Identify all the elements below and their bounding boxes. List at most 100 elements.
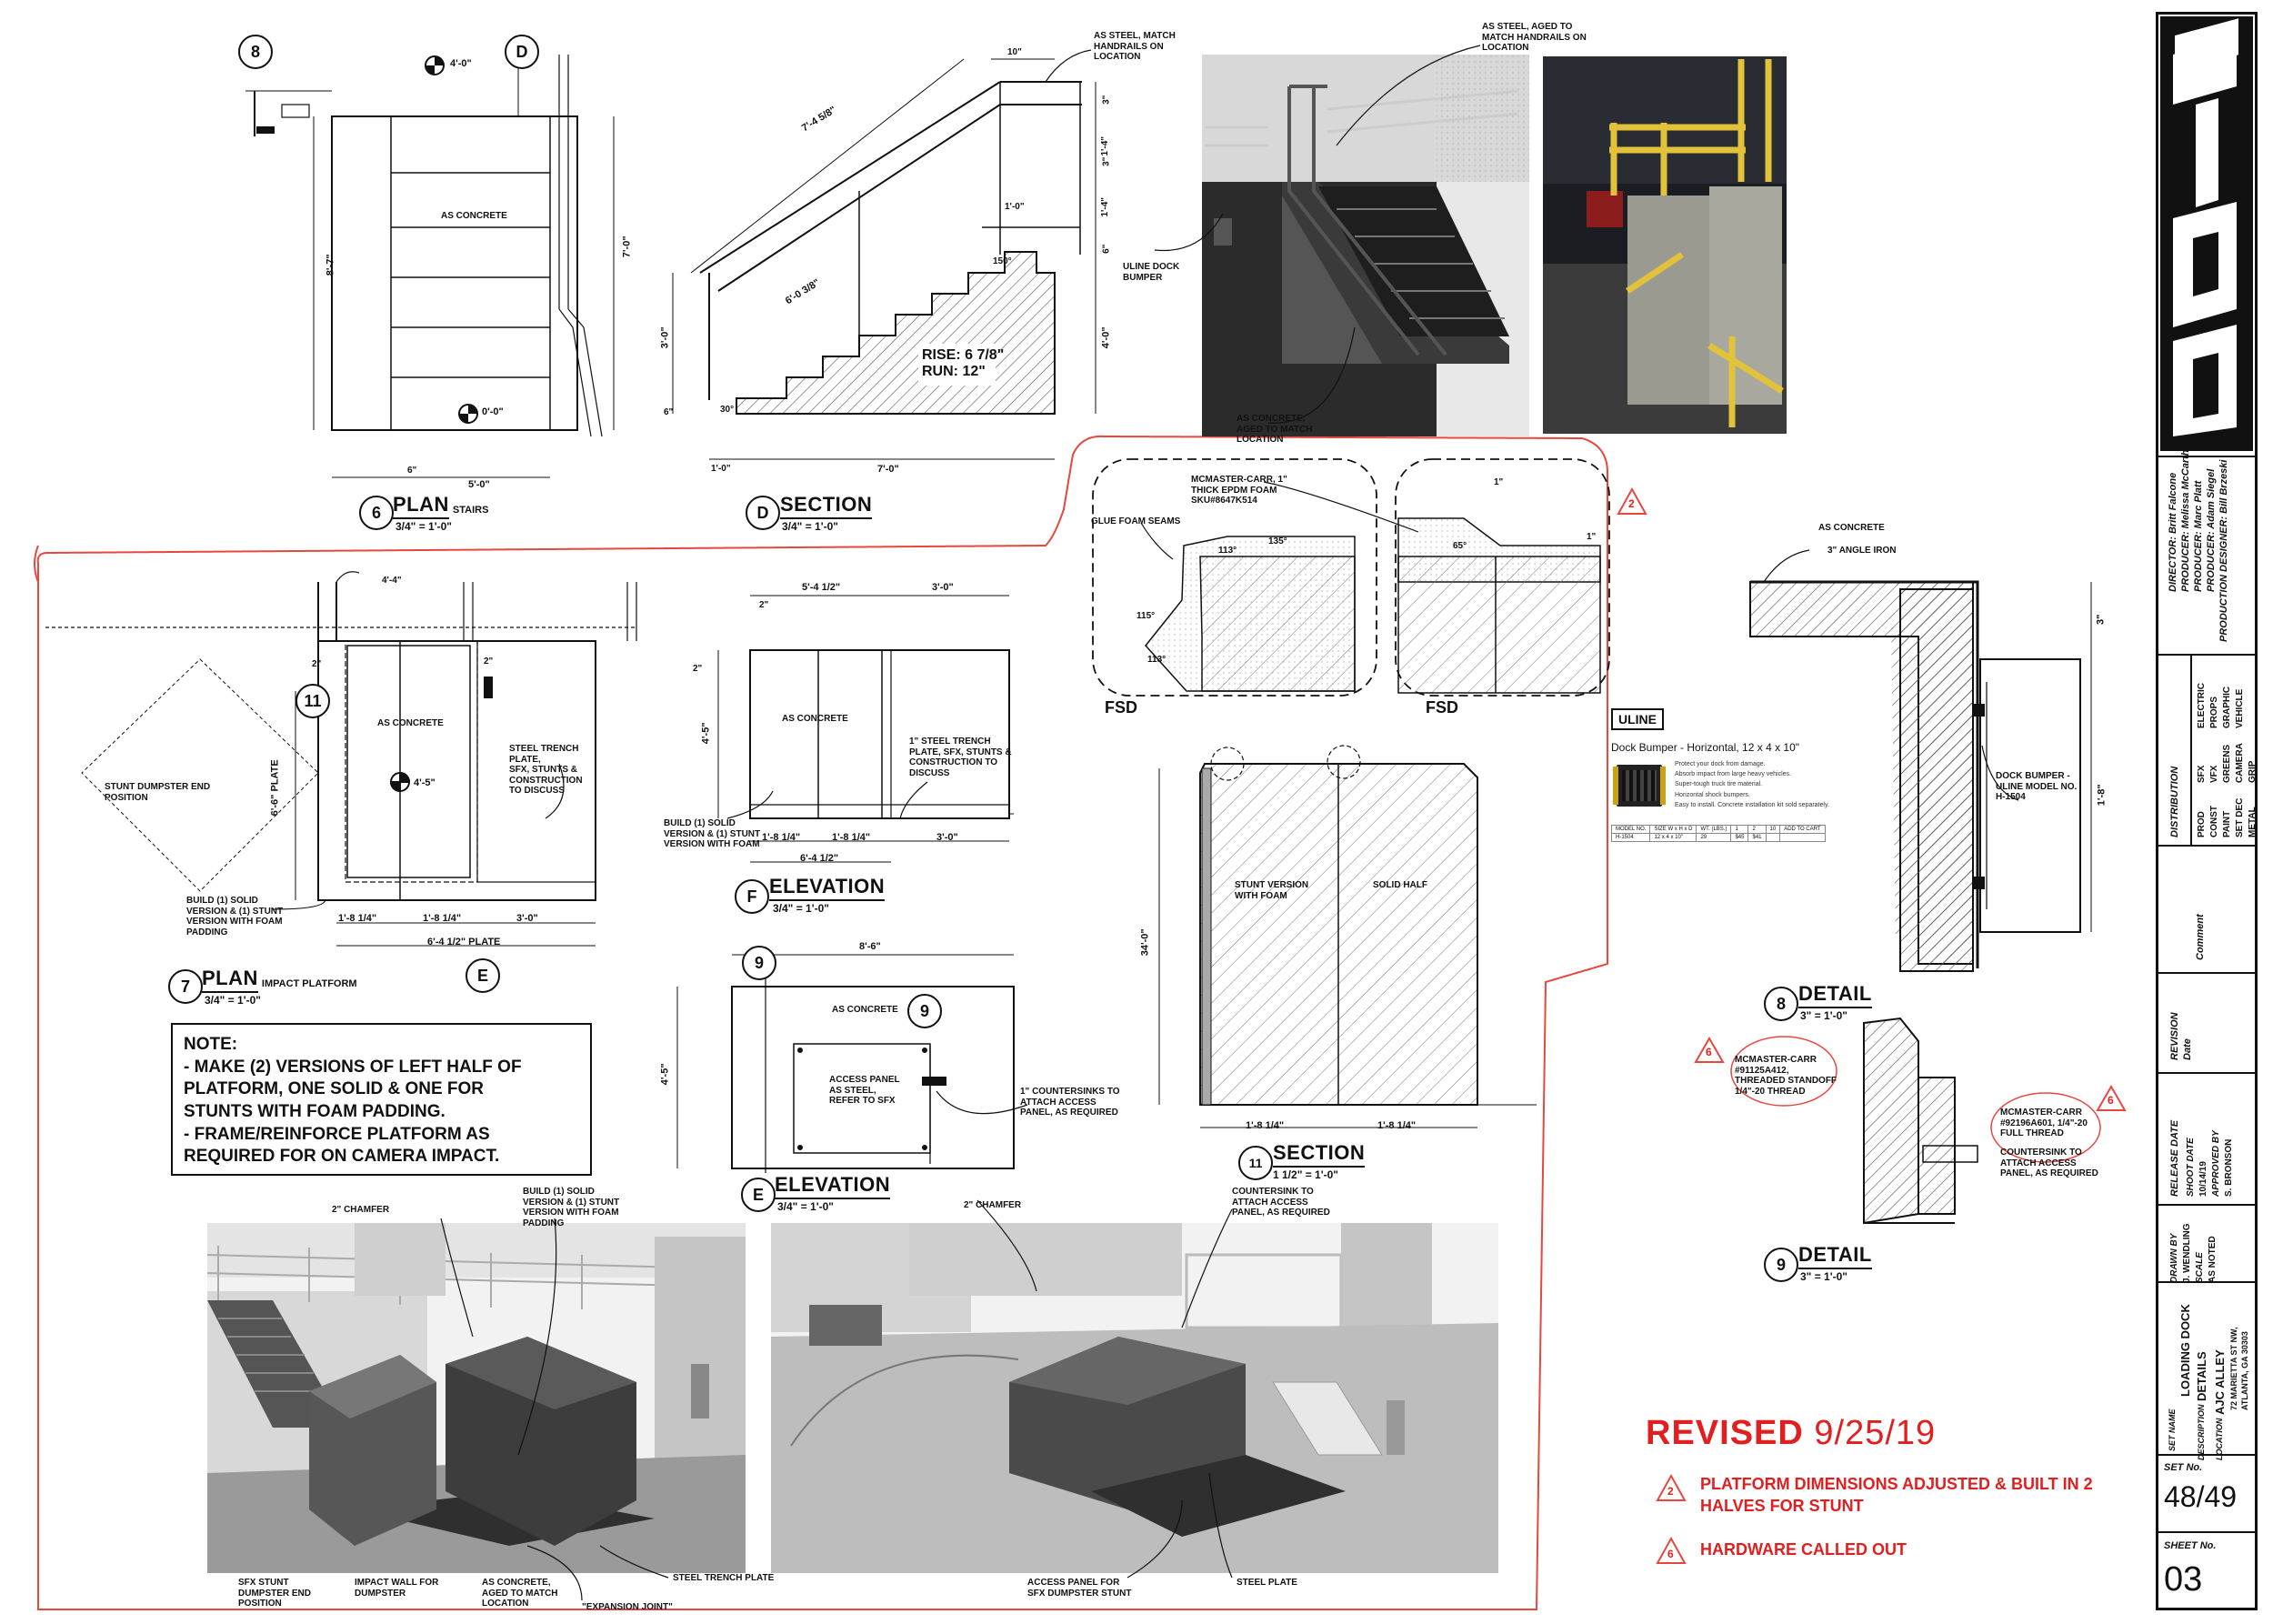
dim-10: 10" [1007, 47, 1022, 57]
label-fsd-a: FSD [1105, 698, 1137, 717]
revised-title-date: 9/25/19 [1814, 1414, 1937, 1452]
shoot-date-label: SHOOT DATE [2186, 1138, 2196, 1197]
uline-table-row: H-1504 12 x 4 x 10" 29 $45 $41 [1610, 833, 1826, 842]
detail-9-clouds [1730, 1036, 2101, 1163]
dim-4-0: 4'-0" [450, 58, 472, 69]
revised-title: REVISED 9/25/19 [1646, 1414, 1936, 1453]
note-line-2: - MAKE (2) VERSIONS OF LEFT HALF OF [184, 1057, 522, 1077]
uline-product-title: Dock Bumper - Horizontal, 12 x 4 x 10" [1611, 741, 1800, 754]
note-build-solid-7: BUILD (1) SOLID VERSION & (1) STUNT VERS… [186, 896, 284, 937]
note-countersinks-e: 1" COUNTERSINKS TO ATTACH ACCESS PANEL, … [1020, 1087, 1120, 1118]
section-11-drawing [1158, 745, 1537, 1128]
release-date-label: RELEASE DATE [2169, 1119, 2180, 1197]
note-line-1: NOTE: [184, 1035, 238, 1054]
dim-fsd-113b: 113° [1147, 655, 1167, 665]
cloud-mark-6a: 6 [1706, 1046, 1712, 1058]
credits-3: PRODUCER: Marc Platt [2193, 480, 2204, 592]
title-plan-stairs-name: PLAN [393, 493, 449, 519]
location-addr1: 72 MARIETTA ST NW, [2229, 1327, 2238, 1410]
location-photo [1543, 56, 1787, 434]
th-model: MODEL NO. [1610, 825, 1651, 834]
cloud-mark-6b: 6 [2108, 1094, 2114, 1107]
td-model: H-1504 [1610, 833, 1651, 842]
note-box: NOTE: - MAKE (2) VERSIONS OF LEFT HALF O… [171, 1023, 592, 1176]
scale-elevation-f: 3/4" = 1'-0" [773, 902, 829, 915]
uline-product-card: ULINE Dock Bumper - Horizontal, 12 x 4 x… [1610, 708, 1857, 890]
title-detail-9-name: DETAIL [1798, 1243, 1872, 1269]
stairs-render [1202, 55, 1529, 436]
dim-7-0b: 7'-0" [877, 464, 899, 475]
dim-f-1-8b: 1'-8 1/4" [832, 832, 871, 843]
dim-4-0b: 4'-0" [1100, 326, 1112, 349]
dim-fsd-115: 115° [1136, 611, 1156, 621]
note-uline-dock-bumper: ULINE DOCK BUMPER [1123, 262, 1180, 283]
revised-block: REVISED 9/25/19 [1646, 1414, 1936, 1453]
dim-3-0-plan: 3'-0" [516, 913, 538, 924]
credits-1: DIRECTOR: Britt Falcone [2168, 472, 2178, 592]
th-10: 10 [1765, 825, 1781, 834]
note-steel-trench-render: STEEL TRENCH PLATE [673, 1573, 775, 1583]
dim-f-2b: 2" [693, 664, 703, 674]
note-as-steel-photo: AS STEEL, AGED TO MATCH HANDRAILS ON LOC… [1482, 22, 1587, 53]
scale-section-d: 3/4" = 1'-0" [782, 520, 838, 533]
revised-title-bold: REVISED [1646, 1414, 1804, 1452]
td-10 [1765, 833, 1781, 842]
bubble-view-8: 8 [238, 35, 273, 69]
bubble-view-11: 11 [295, 684, 330, 718]
scale-elevation-e: 3/4" = 1'-0" [777, 1200, 834, 1213]
dist-greens: GREENS [2222, 744, 2232, 783]
dim-section-1-8a: 1'-8 1/4" [1246, 1120, 1285, 1131]
note-as-concrete-photo: AS CONCRETE, AGED TO MATCH LOCATION [1237, 414, 1313, 445]
shoot-date: 10/14/19 [2198, 1161, 2208, 1197]
dim-detail-3: 3" [2095, 614, 2107, 625]
dim-6-4-plate: 6'-4 1/2" PLATE [427, 937, 501, 947]
dim-2a: 2" [312, 659, 322, 669]
dist-graphic: GRAPHIC [2222, 686, 2232, 728]
credits-2: PRODUCER: Melissa McCarthy [2180, 444, 2191, 592]
td-cart[interactable] [1779, 833, 1826, 842]
bubble-view-6: 6 [359, 496, 394, 530]
rise-run-box [918, 344, 996, 386]
bubble-view-7: 7 [168, 969, 203, 1004]
dim-section-1-8b: 1'-8 1/4" [1377, 1120, 1417, 1131]
note-dock-bumper: DOCK BUMPER - ULINE MODEL NO. H-1504 [1996, 771, 2078, 802]
title-block: TPD DIRECTOR: Britt Falcone PRODUCER: Me… [2157, 13, 2258, 1609]
scale-label: SCALE [2195, 1252, 2205, 1283]
uline-table-head: MODEL NO. SIZE W x H x D WT. (LBS.) 1 2 … [1610, 825, 1826, 834]
title-section-11: SECTION [1273, 1141, 1366, 1168]
dim-8-7: 8'-7" [325, 254, 336, 276]
title-elevation-f: ELEVATION [769, 875, 886, 901]
fsd-detail-b [1395, 458, 1610, 697]
note-mcmaster-full: MCMASTER-CARR #92196A601, 1/4"-20 FULL T… [2000, 1108, 2088, 1138]
note-build-solid-render: BUILD (1) SOLID VERSION & (1) STUNT VERS… [523, 1187, 620, 1228]
title-plan-impact-name: PLAN [202, 967, 258, 993]
approved-by: S. BRONSON [2224, 1138, 2234, 1197]
uline-bullet-2: Absorb impact from large heavy vehicles. [1675, 771, 1791, 778]
tpd-logo [2160, 16, 2253, 451]
dist-grip: GRIP [2248, 760, 2258, 783]
title-section-d: SECTION [780, 493, 873, 519]
note-impact-wall: IMPACT WALL FOR DUMPSTER [355, 1578, 439, 1599]
note-line-5: - FRAME/REINFORCE PLATFORM AS [184, 1124, 490, 1144]
location-label: LOCATION [2215, 1418, 2224, 1460]
bubble-view-e-title: E [741, 1178, 776, 1212]
drawn-by: J. WENDLING [2182, 1223, 2192, 1283]
title-detail-8: DETAIL [1798, 982, 1872, 1008]
dim-f-4-5: 4'-5" [700, 722, 712, 745]
revision-item-2: PLATFORM DIMENSIONS ADJUSTED & BUILT IN … [1700, 1475, 2093, 1516]
th-wt: WT. (LBS.) [1696, 825, 1732, 834]
note-glue-foam: GLUE FOAM SEAMS [1091, 516, 1181, 526]
dim-1-0b: 1'-0" [711, 464, 731, 474]
scale-plan-impact: 3/4" = 1'-0" [205, 994, 261, 1007]
dim-fsd-1b: 1" [1587, 532, 1597, 542]
note-countersink-9: COUNTERSINK TO ATTACH ACCESS PANEL, AS R… [2000, 1148, 2098, 1178]
credits-4: PRODUCER: Adam Siegel [2206, 468, 2217, 592]
dim-fsd-135: 135° [1268, 536, 1287, 546]
set-no-label: SET No. [2164, 1462, 2203, 1473]
revision-mark-2: 2 [1667, 1485, 1674, 1498]
bubble-view-d-title: D [746, 496, 780, 530]
td-2: $41 [1747, 833, 1767, 842]
sheet-no-label: SHEET No. [2164, 1540, 2217, 1551]
comment-label: Comment [2195, 914, 2206, 960]
